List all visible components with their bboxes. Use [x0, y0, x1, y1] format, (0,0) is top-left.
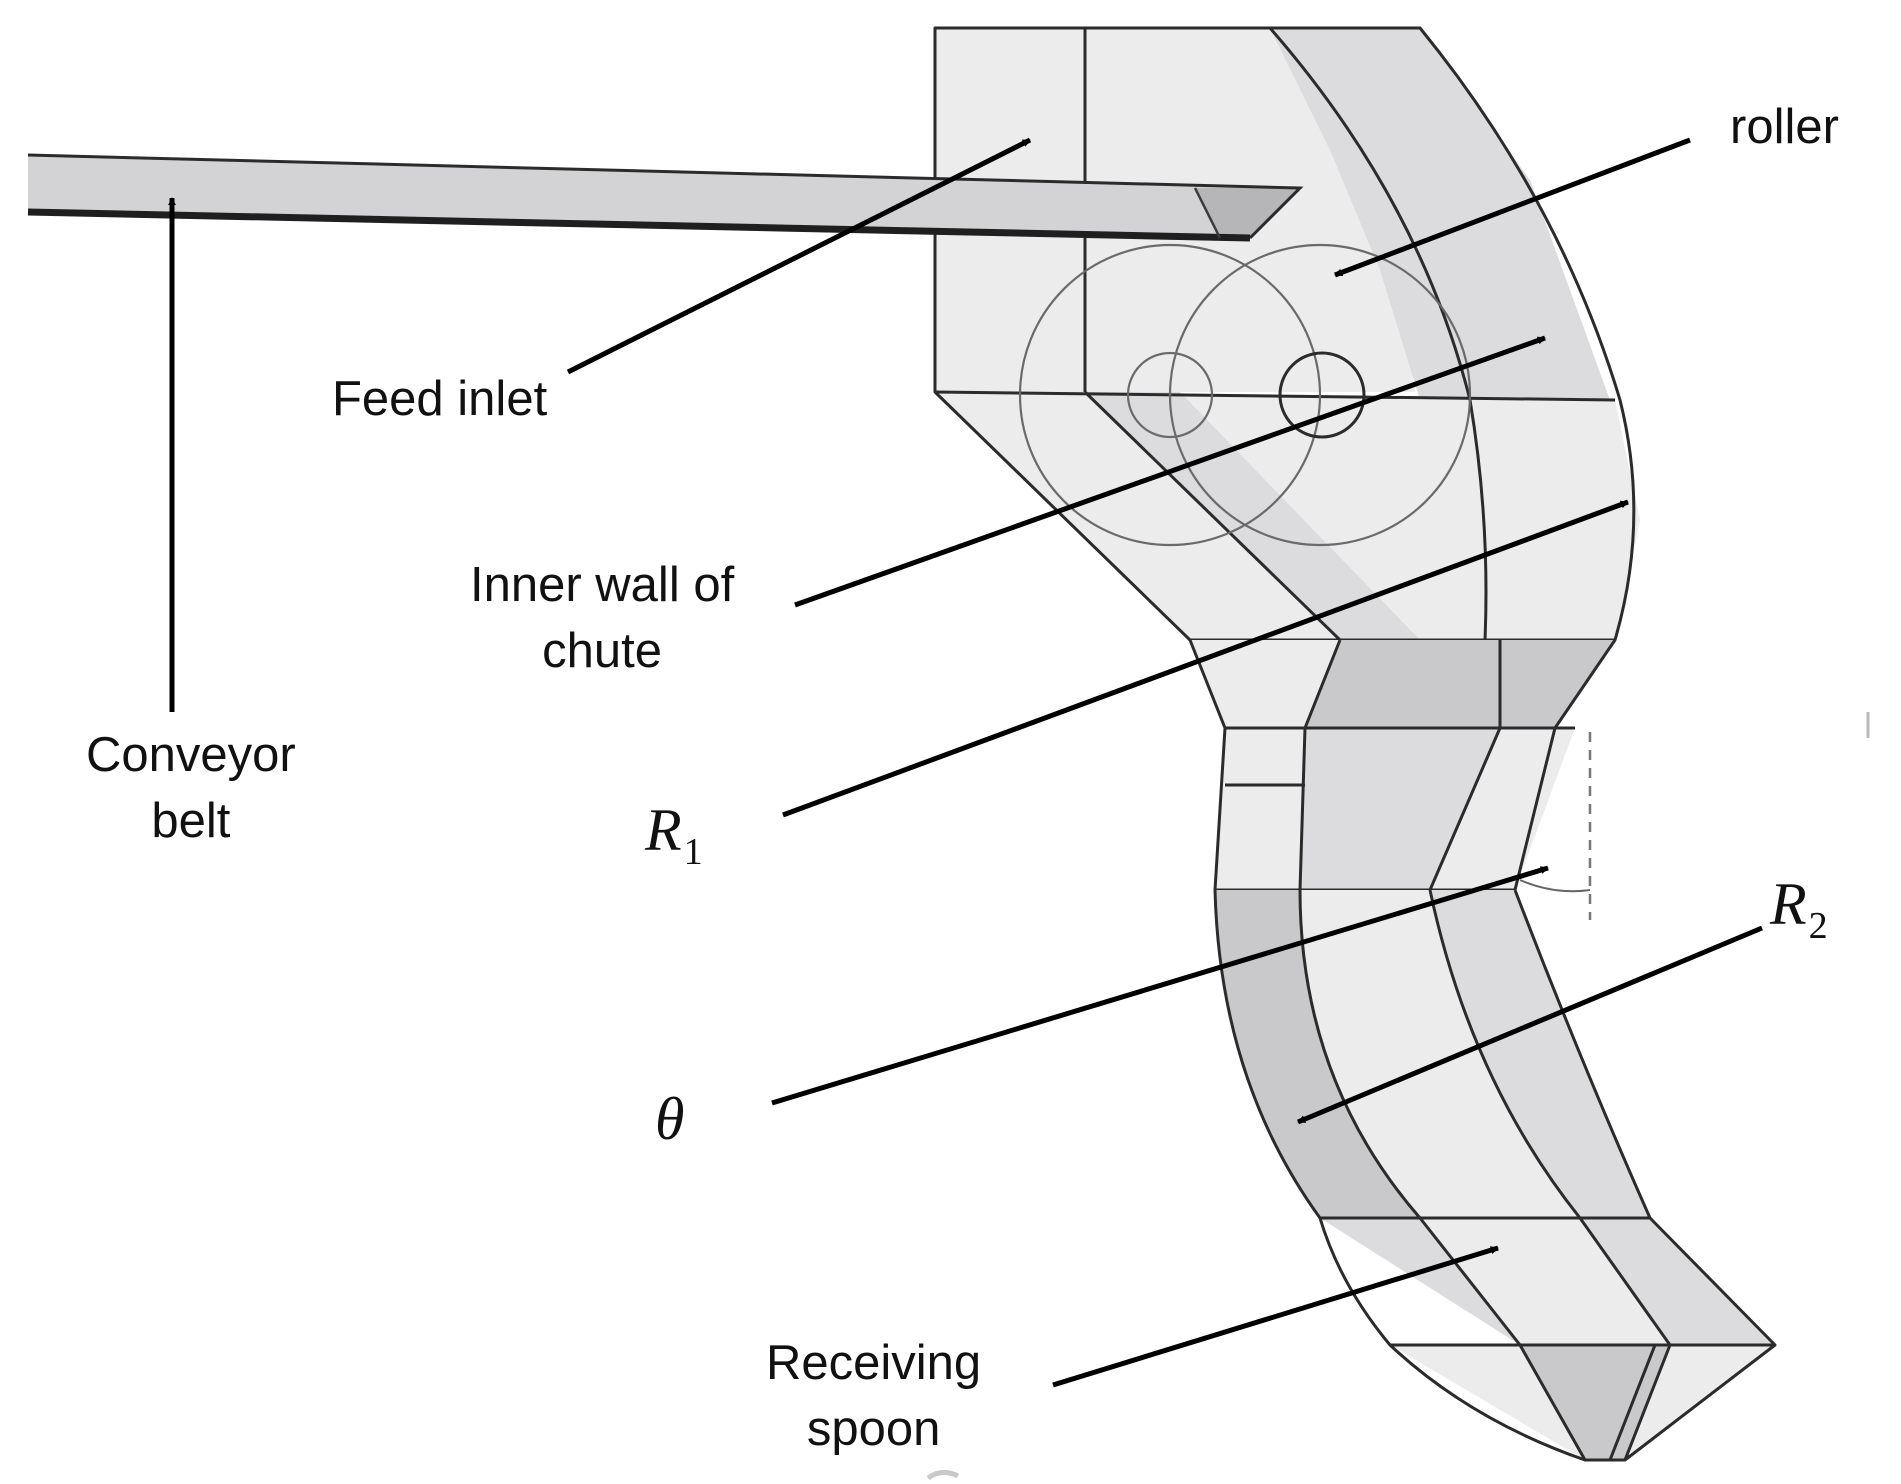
- label-feed-inlet-text: Feed inlet: [332, 372, 548, 426]
- label-r2-symbol: R: [1770, 871, 1807, 937]
- arrow-receiving-spoon: [1052, 1245, 1499, 1388]
- label-theta: θ: [655, 1085, 684, 1154]
- arrow-r2: [1297, 925, 1763, 1125]
- receiving-spoon-shape: [1318, 1216, 1777, 1462]
- label-r1: R1: [645, 796, 703, 874]
- label-receiving-line2: spoon: [806, 1402, 941, 1457]
- arrow-feed-inlet: [566, 137, 1032, 375]
- label-roller: roller: [1730, 94, 1839, 160]
- label-r2-subscript: 2: [1808, 905, 1828, 947]
- arrow-theta: [771, 865, 1549, 1106]
- label-conveyor-belt: Conveyor belt: [86, 722, 296, 854]
- lower-chute-section: [1213, 889, 1652, 1219]
- label-inner-wall-line1: Inner wall of: [470, 558, 735, 612]
- label-receiving-line1: Receiving: [766, 1336, 982, 1390]
- label-roller-text: roller: [1730, 100, 1839, 154]
- arrow-inner-wall: [794, 335, 1546, 608]
- label-r2: R2: [1770, 870, 1828, 948]
- label-inner-wall-of-chute: Inner wall of chute: [470, 552, 734, 684]
- label-theta-symbol: θ: [655, 1086, 685, 1152]
- label-receiving-spoon: Receiving spoon: [766, 1330, 981, 1462]
- upper-chute-housing: [933, 26, 1640, 642]
- label-inner-wall-line2: chute: [542, 624, 663, 679]
- label-r1-subscript: 1: [683, 831, 703, 873]
- arrow-roller: [1334, 137, 1691, 278]
- label-conveyor-line2: belt: [151, 794, 231, 849]
- callout-arrows: [168, 137, 1763, 1388]
- label-feed-inlet: Feed inlet: [332, 366, 547, 432]
- conveyor-belt: [27, 153, 1304, 242]
- middle-chute-section: [1188, 639, 1617, 920]
- rollers: [1018, 243, 1472, 547]
- label-r1-symbol: R: [645, 797, 682, 863]
- arrow-r1: [782, 499, 1629, 818]
- label-conveyor-line1: Conveyor: [86, 728, 296, 782]
